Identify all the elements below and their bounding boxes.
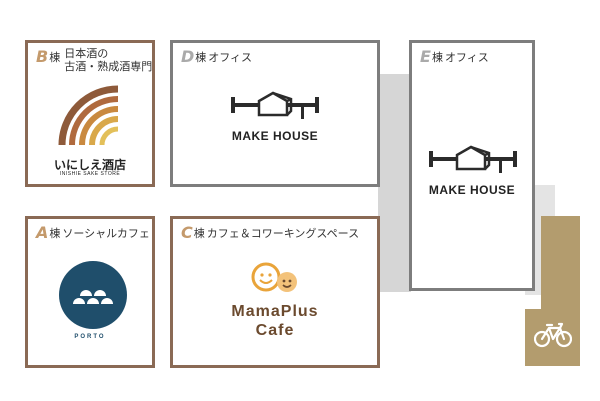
building-suffix: 棟 [193, 228, 205, 240]
walkway-bottom [378, 197, 411, 292]
building-letter: E [420, 47, 431, 66]
mamaplus-faces-logo [246, 260, 306, 294]
mamaplus-line1: MamaPlus [231, 303, 319, 320]
building-a[interactable]: A 棟 ソーシャルカフェ PORTO [25, 216, 155, 368]
inishie-arc-logo [58, 85, 130, 147]
building-desc: オフィス [444, 52, 489, 64]
building-desc: ソーシャルカフェ [62, 228, 150, 240]
building-d[interactable]: D 棟 オフィス MAKE HOUSE [170, 40, 380, 187]
building-desc: オフィス [208, 52, 253, 64]
make-house-logo [229, 89, 321, 123]
building-e[interactable]: E 棟 オフィス MAKE HOUSE [409, 40, 535, 291]
make-house-name: MAKE HOUSE [428, 183, 516, 197]
inishie-name: いにしえ酒店 [53, 158, 126, 172]
building-desc: カフェ＆コワーキングスペース [206, 228, 360, 240]
building-c[interactable]: C 棟 カフェ＆コワーキングスペース MamaPlus Cafe [170, 216, 380, 368]
mamaplus-line2: Cafe [255, 322, 295, 339]
porto-name: PORTO [74, 334, 106, 340]
building-letter: B [36, 47, 49, 66]
building-letter: C [181, 223, 193, 242]
make-house-logo [427, 143, 519, 177]
bicycle-icon [534, 320, 572, 348]
building-suffix: 棟 [431, 52, 443, 64]
building-suffix: 棟 [49, 228, 61, 240]
building-suffix: 棟 [49, 52, 61, 64]
building-suffix: 棟 [195, 52, 207, 64]
building-letter: A [36, 223, 49, 242]
building-b[interactable]: B 棟 日本酒の 古酒・熟成酒専門 いにしえ酒店 INISHIE SAKE ST… [25, 40, 155, 187]
bicycle-parking [541, 216, 580, 316]
building-desc-line1: 日本酒の [64, 48, 109, 60]
porto-logo [58, 260, 128, 330]
make-house-name: MAKE HOUSE [231, 129, 319, 143]
building-letter: D [181, 47, 195, 66]
building-desc-line2: 古酒・熟成酒専門 [64, 61, 153, 73]
inishie-sub: INISHIE SAKE STORE [59, 171, 121, 177]
